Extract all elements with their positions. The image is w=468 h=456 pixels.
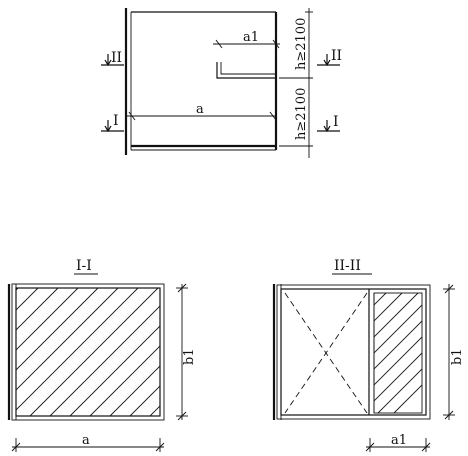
- cut-label-II-left: II: [111, 50, 122, 66]
- section-II-title: II-II: [334, 258, 361, 274]
- section-II-hatching: [374, 293, 422, 413]
- section-II-II: II-II b1: [272, 258, 465, 452]
- height-label-upper: h≥2100: [294, 18, 309, 70]
- section-I-label-a: a: [82, 433, 90, 448]
- section-II-label-b1: b1: [450, 348, 465, 365]
- height-label-lower: h≥2100: [294, 88, 309, 140]
- cut-label-I-right: I: [333, 114, 339, 130]
- section-II-frame: [280, 288, 427, 416]
- plan-partition: [216, 62, 276, 79]
- plan-view: a1 a II I h≥2100 h≥2100 II I: [101, 8, 342, 158]
- section-I-I: I-I b1: [7, 258, 197, 452]
- section-II-label-a1: a1: [391, 433, 407, 448]
- cut-label-I-left: I: [113, 113, 119, 129]
- section-I-title: I-I: [76, 258, 92, 274]
- dim-label-a: a: [196, 102, 204, 117]
- section-I-label-b1: b1: [182, 348, 197, 365]
- section-I-panel: [15, 287, 161, 417]
- cut-label-II-right: II: [331, 48, 342, 64]
- dim-label-a1: a1: [243, 30, 259, 45]
- section-I-hatching: [16, 288, 160, 416]
